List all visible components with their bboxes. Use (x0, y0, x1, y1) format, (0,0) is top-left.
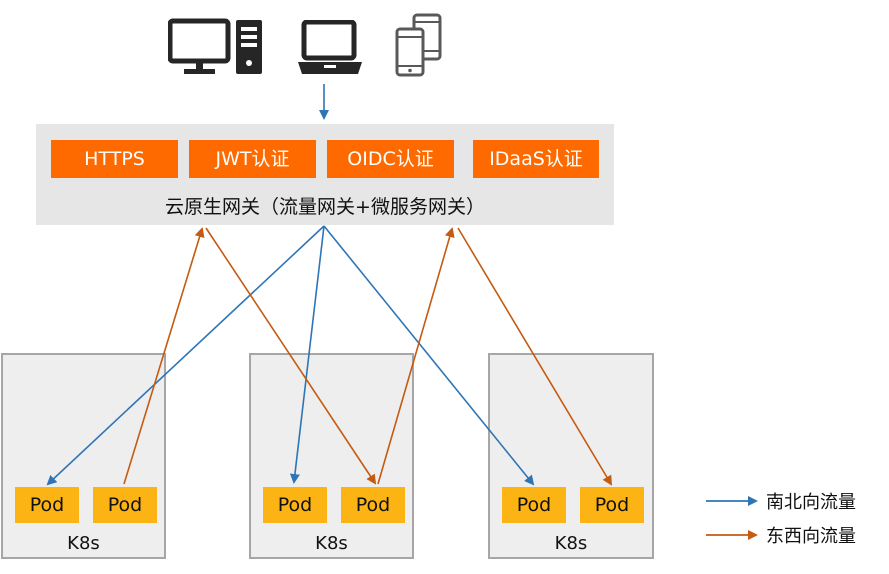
cloud-native-gateway: HTTPS JWT认证 OIDC认证 IDaaS认证 云原生网关（流量网关+微服… (36, 124, 614, 225)
auth-oidc: OIDC认证 (327, 140, 454, 178)
auth-jwt: JWT认证 (189, 140, 316, 178)
k8s-cluster-2: Pod Pod K8s (249, 353, 414, 559)
k8s-cluster-1: Pod Pod K8s (1, 353, 166, 559)
pod: Pod (502, 487, 566, 523)
pod: Pod (93, 487, 157, 523)
laptop-icon (296, 19, 364, 76)
pod: Pod (580, 487, 644, 523)
k8s-cluster-3: Pod Pod K8s (488, 353, 654, 559)
cluster-label: K8s (315, 533, 348, 554)
pod: Pod (263, 487, 327, 523)
auth-https: HTTPS (51, 140, 178, 178)
gateway-title: 云原生网关（流量网关+微服务网关） (165, 196, 485, 218)
pod: Pod (341, 487, 405, 523)
pod: Pod (15, 487, 79, 523)
legend-north-south-label: 南北向流量 (766, 492, 856, 513)
mobile-devices-icon (395, 13, 443, 77)
desktop-icon (167, 18, 266, 76)
cluster-label: K8s (67, 533, 100, 554)
cluster-label: K8s (554, 533, 588, 554)
legend-east-west-label: 东西向流量 (766, 526, 856, 547)
auth-idaas: IDaaS认证 (473, 140, 599, 178)
